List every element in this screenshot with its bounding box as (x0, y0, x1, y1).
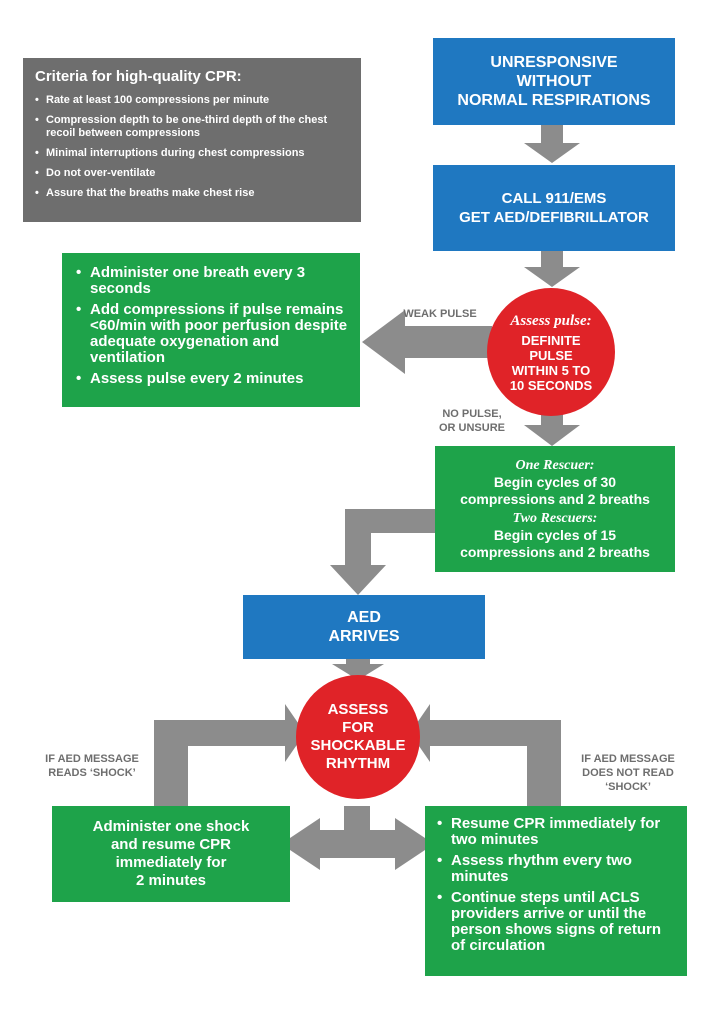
call-line: CALL 911/EMS (501, 190, 607, 207)
assess-rhythm-circle: ASSESS FOR SHOCKABLE RHYTHM (296, 675, 420, 799)
criteria-item: Minimal interruptions during chest compr… (35, 147, 347, 160)
no-shock-label-line: DOES NOT READ (582, 767, 674, 779)
assess-rhythm-line: FOR (342, 719, 374, 736)
unresponsive-line: NORMAL RESPIRATIONS (457, 92, 651, 109)
shock-label-line: READS ‘SHOCK’ (48, 767, 136, 779)
arrow-double-horizontal (290, 818, 425, 870)
shock-line: 2 minutes (135, 872, 207, 889)
aed-arrives-box: AED ARRIVES (243, 595, 485, 659)
unresponsive-line: WITHOUT (516, 73, 592, 90)
aed-arrives-line: ARRIVES (328, 628, 400, 645)
arrow-down-2 (524, 251, 580, 287)
aed-arrives-line: AED (347, 609, 381, 626)
arrow-loop-left (154, 704, 305, 806)
assess-rhythm-line: RHYTHM (325, 755, 391, 772)
resume-cpr-item: Assess rhythm every two minutes (437, 853, 679, 885)
resume-cpr-item: Resume CPR immediately for two minutes (437, 816, 679, 848)
weak-pulse-label: WEAK PULSE (403, 308, 477, 320)
rescuers-box: One Rescuer: Begin cycles of 30 compress… (435, 446, 675, 572)
shock-box: Administer one shock and resume CPR imme… (52, 806, 290, 902)
arrow-down-1 (524, 125, 580, 163)
arrow-left-weak-pulse (362, 310, 492, 374)
assess-pulse-line: DEFINITE (521, 332, 581, 348)
criteria-item: Compression depth to be one-third depth … (35, 114, 347, 140)
one-rescuer-line: compressions and 2 breaths (460, 491, 650, 507)
assess-rhythm-line: SHOCKABLE (310, 737, 406, 754)
arrow-loop-right (410, 704, 561, 806)
assess-pulse-line: PULSE (529, 347, 573, 363)
unresponsive-line: UNRESPONSIVE (490, 54, 618, 71)
criteria-item: Rate at least 100 compressions per minut… (35, 94, 347, 107)
shock-condition-label: IF AED MESSAGE READS ‘SHOCK’ (36, 752, 148, 780)
one-rescuer-title: One Rescuer: (515, 458, 595, 473)
unresponsive-box: UNRESPONSIVE WITHOUT NORMAL RESPIRATIONS (433, 38, 675, 125)
arrow-bend-to-aed (330, 509, 435, 595)
no-shock-label-line: ‘SHOCK’ (605, 781, 651, 793)
two-rescuers-line: compressions and 2 breaths (460, 544, 650, 560)
assess-pulse-line: WITHIN 5 TO (511, 362, 591, 378)
arrow-down-4 (332, 659, 384, 680)
criteria-item: Assure that the breaths make chest rise (35, 187, 347, 200)
shock-line: immediately for (115, 854, 227, 871)
shock-line: Administer one shock (92, 818, 250, 835)
assess-pulse-title: Assess pulse: (510, 312, 592, 329)
call-ems-box: CALL 911/EMS GET AED/DEFIBRILLATOR (433, 165, 675, 251)
resume-cpr-list: Resume CPR immediately for two minutes A… (437, 816, 679, 954)
criteria-title: Criteria for high-quality CPR: (35, 68, 242, 85)
no-pulse-label: NO PULSE, OR UNSURE (428, 407, 516, 435)
no-pulse-line: OR UNSURE (438, 422, 505, 434)
cpr-criteria-box: Criteria for high-quality CPR: Rate at l… (23, 58, 361, 222)
resume-cpr-box: Resume CPR immediately for two minutes A… (425, 806, 687, 976)
criteria-list: Rate at least 100 compressions per minut… (35, 94, 347, 200)
no-shock-condition-label: IF AED MESSAGE DOES NOT READ ‘SHOCK’ (572, 752, 684, 794)
assess-pulse-line: 10 SECONDS (509, 377, 593, 393)
arrow-down-3 (524, 414, 580, 446)
no-pulse-line: NO PULSE, (442, 408, 502, 420)
shock-line: and resume CPR (110, 836, 232, 853)
weak-pulse-item: Assess pulse every 2 minutes (76, 371, 350, 388)
call-line: GET AED/DEFIBRILLATOR (459, 209, 649, 226)
no-shock-label-line: IF AED MESSAGE (581, 753, 675, 765)
two-rescuers-line: Begin cycles of 15 (493, 527, 617, 543)
weak-pulse-item: Add compressions if pulse remains <60/mi… (76, 302, 350, 366)
assess-rhythm-line: ASSESS (327, 701, 389, 718)
weak-pulse-actions-box: Administer one breath every 3 seconds Ad… (62, 253, 360, 407)
one-rescuer-line: Begin cycles of 30 (493, 474, 617, 490)
assess-pulse-circle: Assess pulse: DEFINITE PULSE WITHIN 5 TO… (487, 288, 615, 416)
weak-pulse-item: Administer one breath every 3 seconds (76, 265, 350, 297)
shock-label-line: IF AED MESSAGE (45, 753, 139, 765)
weak-pulse-list: Administer one breath every 3 seconds Ad… (76, 265, 350, 388)
two-rescuers-title: Two Rescuers: (512, 511, 598, 526)
resume-cpr-item: Continue steps until ACLS providers arri… (437, 890, 679, 954)
criteria-item: Do not over-ventilate (35, 167, 347, 180)
